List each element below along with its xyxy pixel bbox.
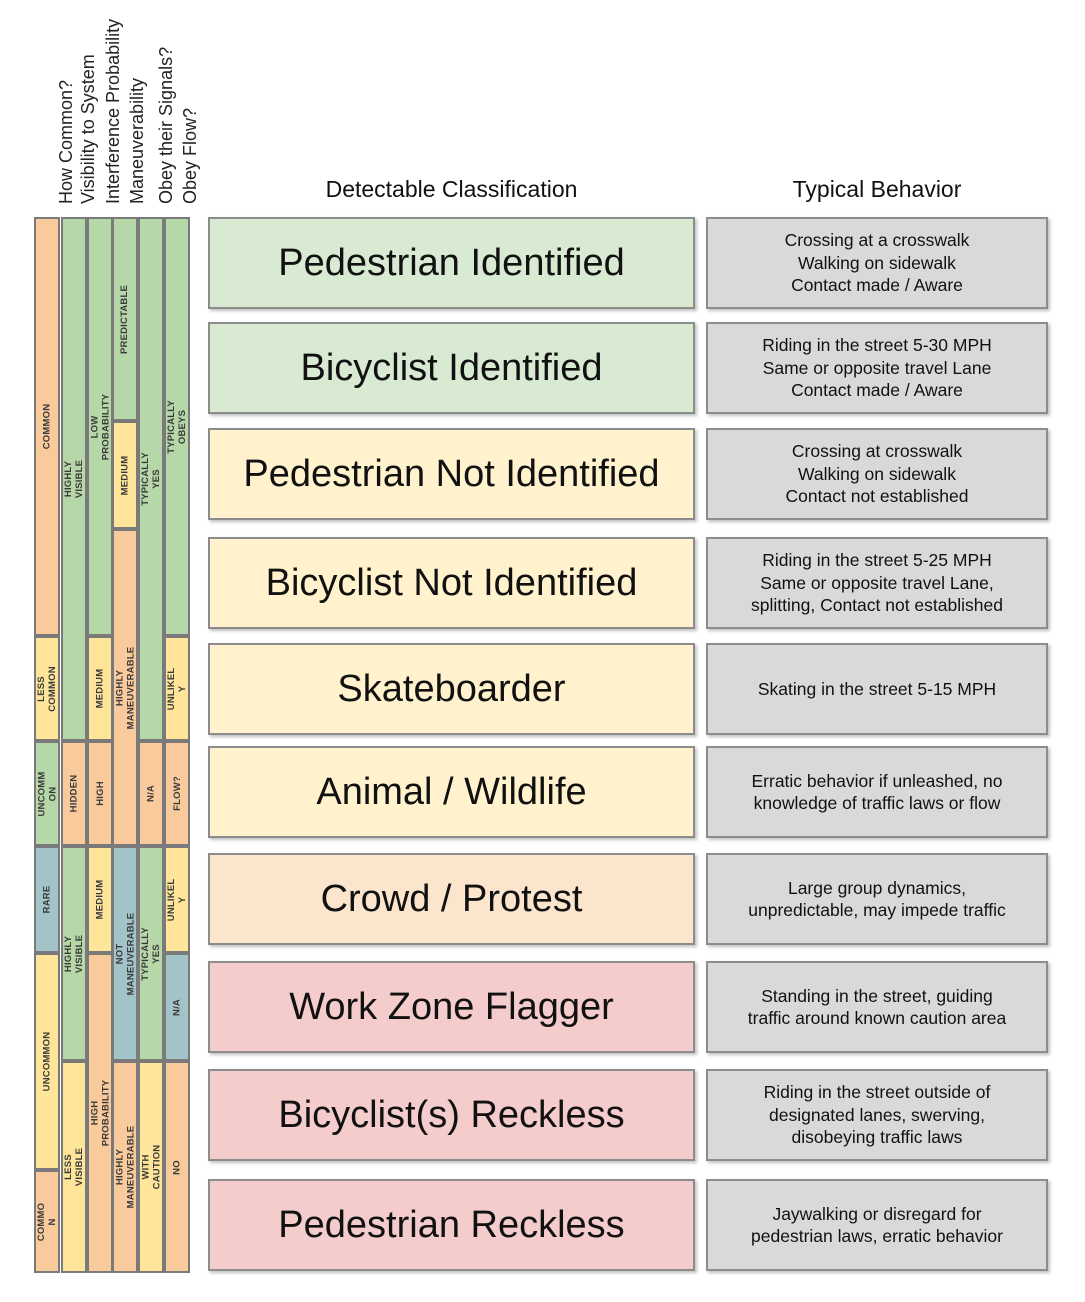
- behavior-box: Standing in the street, guiding traffic …: [706, 961, 1048, 1053]
- attribute-cell: UNCOMMON: [34, 953, 60, 1170]
- classification-box: Pedestrian Identified: [208, 217, 695, 309]
- behavior-box: Riding in the street 5-30 MPH Same or op…: [706, 322, 1048, 414]
- attribute-cell-label: N/A: [145, 785, 157, 802]
- classification-box: Pedestrian Reckless: [208, 1179, 695, 1271]
- classification-box: Crowd / Protest: [208, 853, 695, 945]
- attribute-cell-label: HIGHLY MANEUVERABLE: [114, 1125, 136, 1209]
- attribute-cell: MEDIUM: [87, 636, 113, 741]
- behavior-box: Large group dynamics, unpredictable, may…: [706, 853, 1048, 945]
- attribute-cell: RARE: [34, 846, 60, 953]
- attribute-cell: LESS VISIBLE: [61, 1061, 87, 1273]
- classification-box: Pedestrian Not Identified: [208, 428, 695, 520]
- behavior-box: Riding in the street 5-25 MPH Same or op…: [706, 537, 1048, 629]
- attribute-cell: MEDIUM: [87, 846, 113, 953]
- attribute-cell: LOW PROBABILITY: [87, 217, 113, 636]
- attribute-cell-label: LESS VISIBLE: [63, 1147, 86, 1187]
- behavior-box: Crossing at a crosswalk Walking on sidew…: [706, 217, 1048, 309]
- behavior-box: Jaywalking or disregard for pedestrian l…: [706, 1179, 1048, 1271]
- attribute-cell-label: MEDIUM: [94, 879, 106, 920]
- attribute-cell: MEDIUM: [112, 421, 138, 529]
- classification-box: Work Zone Flagger: [208, 961, 695, 1053]
- attribute-cell-label: UNCOMMON: [41, 1031, 53, 1092]
- attribute-cell: HIGH PROBABILITY: [87, 953, 113, 1273]
- attribute-cell: PREDICTABLE: [112, 217, 138, 421]
- behavior-box: Skating in the street 5-15 MPH: [706, 643, 1048, 735]
- attribute-cell-label: TYPICALLY YES: [140, 452, 163, 506]
- attribute-cell: TYPICALLY YES: [138, 217, 164, 741]
- attribute-cell: NO: [164, 1061, 190, 1273]
- attribute-cell: LESS COMMON: [34, 636, 60, 741]
- attribute-cell: COMMON: [34, 217, 60, 636]
- attribute-cell: TYPICALLY OBEYS: [164, 217, 190, 636]
- attribute-cell-label: UNLIKEL Y: [166, 667, 188, 710]
- attribute-cell-label: LESS COMMON: [36, 665, 58, 712]
- attribute-cell: UNCOMM ON: [34, 741, 60, 846]
- attribute-cell-label: WITH CAUTION: [140, 1144, 163, 1190]
- attribute-header-3: Interference Probability: [103, 18, 123, 204]
- attribute-cell: N/A: [164, 953, 190, 1061]
- attribute-cell-label: HIGHLY VISIBLE: [63, 934, 86, 973]
- attribute-cell: HIGHLY MANEUVERABLE: [112, 529, 138, 846]
- attribute-cell-label: HIGH: [94, 781, 106, 806]
- attribute-cell-label: LOW PROBABILITY: [89, 393, 111, 460]
- behavior-box: Erratic behavior if unleashed, no knowle…: [706, 746, 1048, 838]
- attribute-cell: N/A: [138, 741, 164, 846]
- attribute-cell-label: NO: [171, 1159, 183, 1175]
- attribute-header-4: Maneuverability: [127, 77, 147, 204]
- attribute-cell: NOT MANEUVERABLE: [112, 846, 138, 1061]
- attribute-cell: UNLIKEL Y: [164, 846, 190, 953]
- attribute-cell-label: HIGHLY MANEUVERABLE: [114, 646, 136, 729]
- attribute-header-6: Obey Flow?: [180, 107, 200, 204]
- attribute-cell: HIDDEN: [61, 741, 87, 846]
- attribute-cell: UNLIKEL Y: [164, 636, 190, 741]
- classification-header: Detectable Classification: [325, 176, 578, 202]
- attribute-cell: COMMO N: [34, 1170, 60, 1273]
- attribute-cell-label: MEDIUM: [119, 455, 131, 495]
- attribute-header-1: How Common?: [56, 79, 76, 204]
- attribute-cell-label: COMMO N: [36, 1202, 58, 1241]
- attribute-cell-label: TYPICALLY OBEYS: [166, 399, 189, 454]
- attribute-cell: WITH CAUTION: [138, 1061, 164, 1273]
- attribute-cell: TYPICALLY YES: [138, 846, 164, 1061]
- attribute-cell-label: HIGH PROBABILITY: [89, 1079, 111, 1147]
- behavior-box: Riding in the street outside of designat…: [706, 1069, 1048, 1161]
- attribute-header-2: Visibility to System: [78, 54, 98, 204]
- attribute-cell-label: PREDICTABLE: [119, 284, 131, 354]
- attribute-cell-label: RARE: [41, 885, 53, 914]
- attribute-cell-label: TYPICALLY YES: [140, 926, 163, 981]
- classification-box: Animal / Wildlife: [208, 746, 695, 838]
- attribute-cell-label: HIGHLY VISIBLE: [63, 459, 86, 499]
- attribute-cell-label: NOT MANEUVERABLE: [114, 912, 136, 995]
- attribute-header-5: Obey their Signals?: [156, 46, 176, 204]
- attribute-cell-label: UNLIKEL Y: [166, 878, 188, 921]
- classification-box: Skateboarder: [208, 643, 695, 735]
- behavior-box: Crossing at crosswalk Walking on sidewal…: [706, 428, 1048, 520]
- attribute-cell: HIGHLY VISIBLE: [61, 217, 87, 741]
- attribute-cell-label: FLOW?: [171, 776, 183, 811]
- attribute-cell-label: MEDIUM: [94, 668, 106, 709]
- classification-box: Bicyclist Not Identified: [208, 537, 695, 629]
- attribute-cell: HIGHLY MANEUVERABLE: [112, 1061, 138, 1273]
- attribute-cell-label: COMMON: [41, 403, 53, 450]
- classification-box: Bicyclist Identified: [208, 322, 695, 414]
- attribute-cell-label: UNCOMM ON: [36, 771, 58, 816]
- behavior-header: Typical Behavior: [792, 176, 962, 202]
- attribute-cell: HIGHLY VISIBLE: [61, 846, 87, 1061]
- attribute-cell: HIGH: [87, 741, 113, 846]
- attribute-cell-label: N/A: [171, 998, 183, 1016]
- attribute-cell-label: HIDDEN: [68, 774, 80, 813]
- attribute-cell: FLOW?: [164, 741, 190, 846]
- classification-box: Bicyclist(s) Reckless: [208, 1069, 695, 1161]
